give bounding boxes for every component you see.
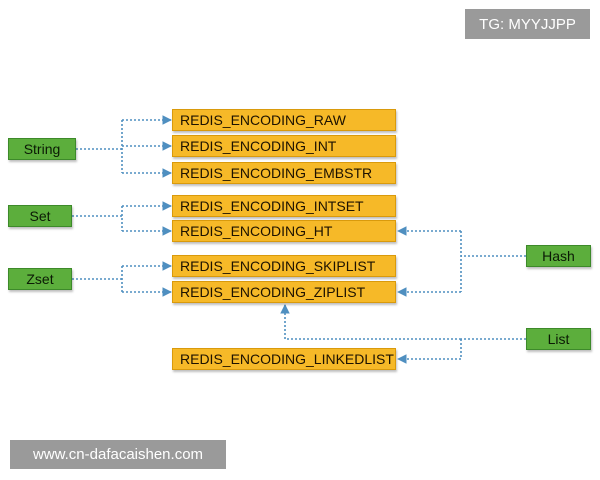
type-string-label: String bbox=[23, 141, 61, 157]
encoding-ziplist-box: REDIS_ENCODING_ZIPLIST bbox=[172, 281, 396, 303]
encoding-int-box: REDIS_ENCODING_INT bbox=[172, 135, 396, 157]
type-hash-label: Hash bbox=[542, 248, 575, 264]
encoding-intset-label: REDIS_ENCODING_INTSET bbox=[180, 198, 364, 214]
encoding-raw-box: REDIS_ENCODING_RAW bbox=[172, 109, 396, 131]
encoding-skiplist-box: REDIS_ENCODING_SKIPLIST bbox=[172, 255, 396, 277]
encoding-ziplist-label: REDIS_ENCODING_ZIPLIST bbox=[180, 284, 366, 300]
list-to-ziplist bbox=[280, 304, 461, 340]
type-set-box: Set bbox=[8, 205, 72, 227]
encoding-intset-box: REDIS_ENCODING_INTSET bbox=[172, 195, 396, 217]
encoding-raw-label: REDIS_ENCODING_RAW bbox=[180, 112, 346, 128]
encoding-ht-box: REDIS_ENCODING_HT bbox=[172, 220, 396, 242]
encoding-linkedlist-box: REDIS_ENCODING_LINKEDLIST bbox=[172, 348, 396, 370]
list-to-linkedlist bbox=[397, 339, 462, 364]
encoding-linkedlist-label: REDIS_ENCODING_LINKEDLIST bbox=[180, 351, 394, 367]
type-zset-label: Zset bbox=[26, 271, 54, 287]
encoding-embstr-label: REDIS_ENCODING_EMBSTR bbox=[180, 165, 373, 181]
encoding-int-label: REDIS_ENCODING_INT bbox=[180, 138, 337, 154]
encoding-embstr-box: REDIS_ENCODING_EMBSTR bbox=[172, 162, 396, 184]
encoding-skiplist-label: REDIS_ENCODING_SKIPLIST bbox=[180, 258, 376, 274]
type-hash-box: Hash bbox=[526, 245, 591, 267]
type-string-box: String bbox=[8, 138, 76, 160]
encoding-ht-label: REDIS_ENCODING_HT bbox=[180, 223, 333, 239]
watermark-bottom: www.cn-dafacaishen.com bbox=[10, 440, 226, 469]
type-zset-box: Zset bbox=[8, 268, 72, 290]
type-set-label: Set bbox=[29, 208, 51, 224]
watermark-top: TG: MYYJJPP bbox=[465, 9, 590, 39]
type-list-label: List bbox=[547, 331, 570, 347]
type-list-box: List bbox=[526, 328, 591, 350]
